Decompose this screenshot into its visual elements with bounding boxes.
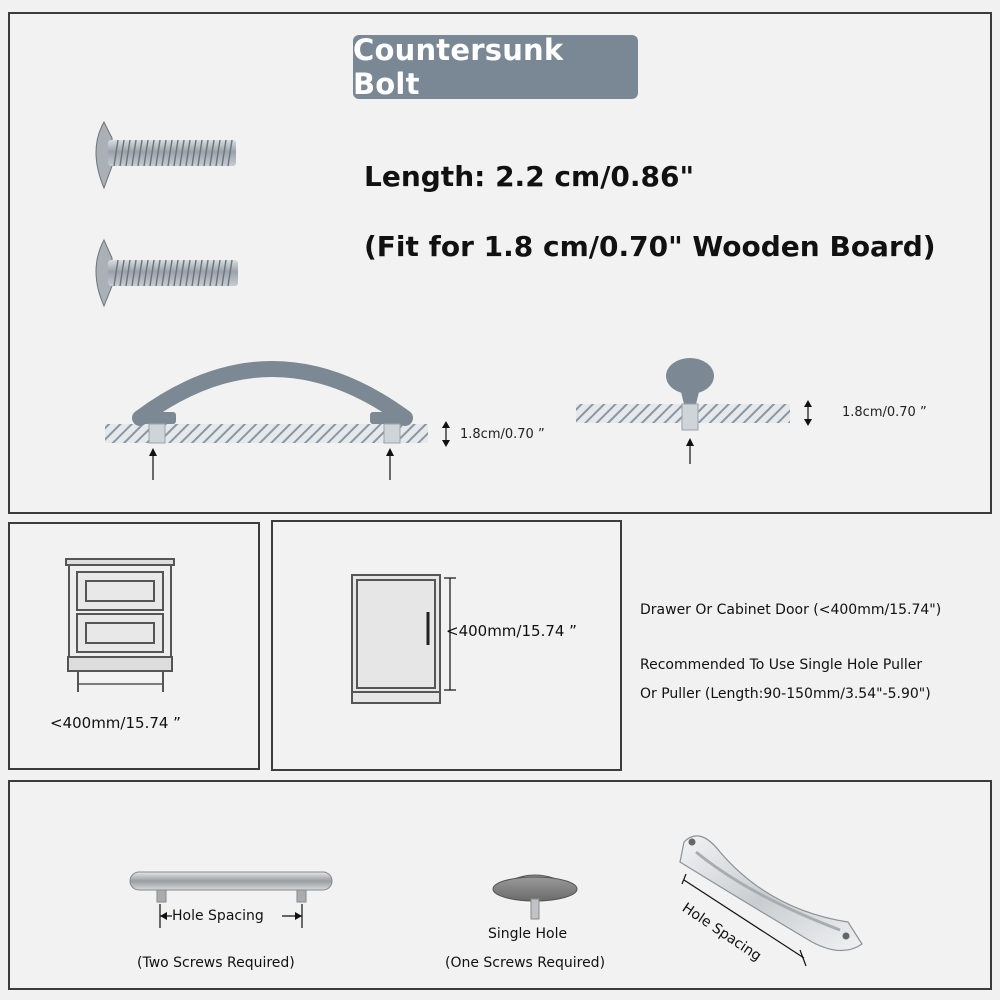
- board-thickness-label-right: 1.8cm/0.70 ”: [842, 405, 927, 420]
- knob-single-hole-label: Single Hole: [488, 926, 568, 942]
- title-badge: Countersunk Bolt: [353, 33, 638, 101]
- length-spec: Length: 2.2 cm/0.86": [364, 160, 695, 193]
- cabinet-door-illustration: [351, 574, 456, 704]
- nightstand-size-label: <400mm/15.74 ”: [50, 714, 181, 732]
- curved-handle-illustration: [679, 835, 863, 967]
- info-line-3: Or Puller (Length:90-150mm/3.54"-5.90"): [640, 686, 931, 702]
- arched-handle-diagram: [105, 361, 450, 480]
- nightstand-illustration: [65, 558, 175, 692]
- board-thickness-label-left: 1.8cm/0.70 ”: [460, 427, 545, 442]
- bar-hole-spacing-label: Hole Spacing: [172, 908, 264, 924]
- cabinet-size-label: <400mm/15.74 ”: [446, 622, 577, 640]
- fit-spec: (Fit for 1.8 cm/0.70" Wooden Board): [364, 230, 936, 263]
- info-line-1: Drawer Or Cabinet Door (<400mm/15.74"): [640, 602, 942, 618]
- countersunk-bolt-1: [95, 120, 236, 190]
- info-line-2: Recommended To Use Single Hole Puller: [640, 657, 923, 673]
- cabinet-panel: [271, 520, 622, 771]
- single-hole-knob-illustration: [492, 874, 578, 920]
- countersunk-bolt-2: [95, 238, 238, 308]
- bar-handle-illustration: [129, 871, 333, 928]
- bar-screws-note: (Two Screws Required): [137, 955, 295, 971]
- knob-screws-note: (One Screws Required): [445, 955, 606, 971]
- knob-diagram: [576, 358, 812, 464]
